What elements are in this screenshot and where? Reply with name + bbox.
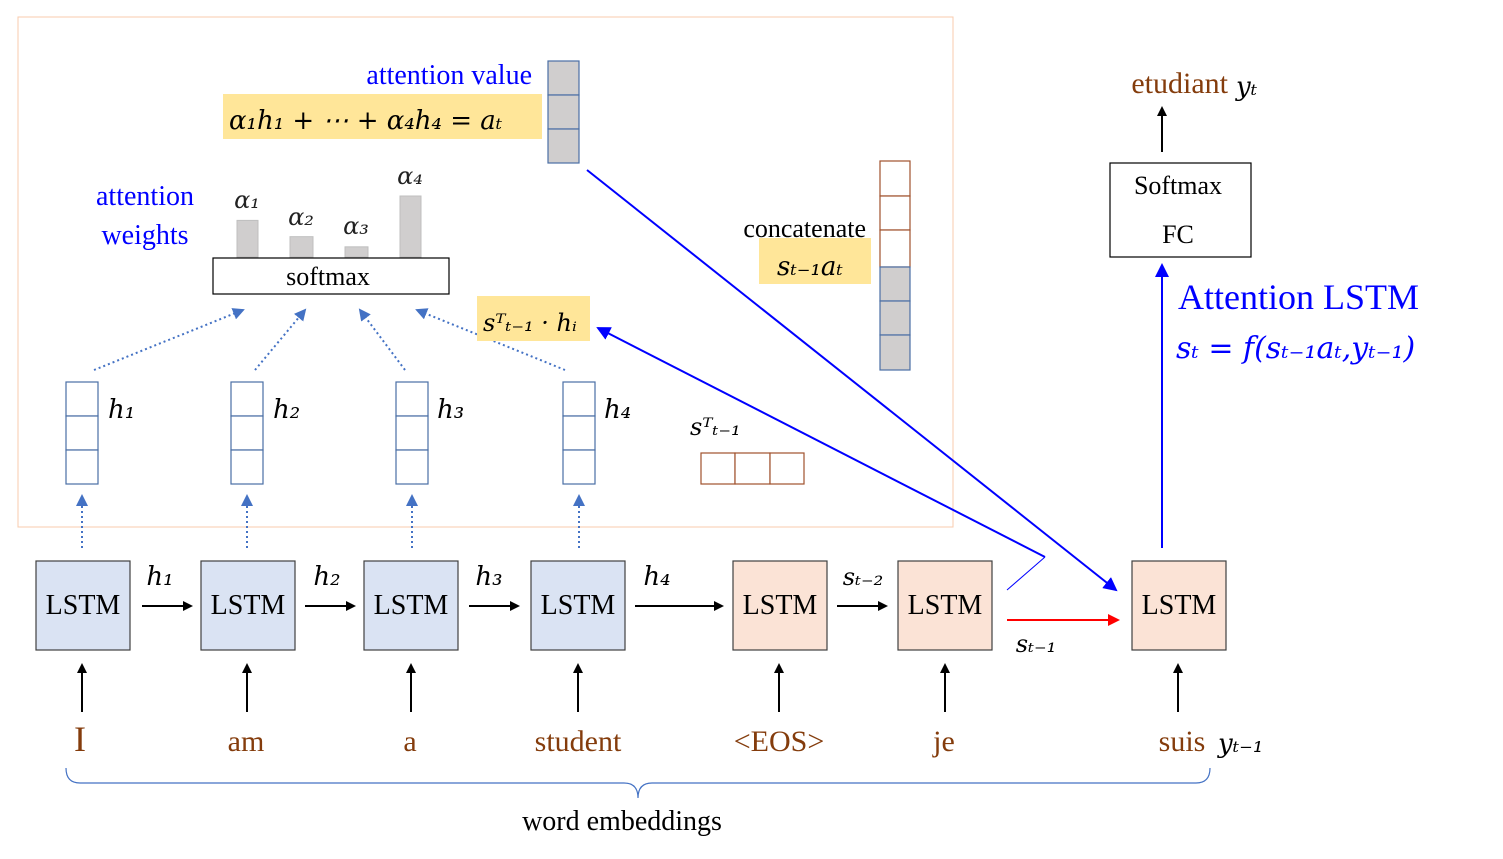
weight-bar: [236, 219, 259, 258]
embeddings-brace: [65, 767, 1211, 799]
lstm-label: LSTM: [541, 590, 616, 621]
weight-bar: [344, 246, 369, 258]
alpha-label: α₄: [397, 162, 423, 190]
lstm-label: LSTM: [374, 590, 449, 621]
input-word: I: [74, 719, 86, 759]
encoder-arrow-label: h₁: [146, 562, 173, 592]
embeddings-label: word embeddings: [522, 806, 722, 837]
encoder-arrow-label: h₂: [313, 562, 340, 592]
decoder-lstm-cell: [897, 560, 993, 651]
attention-lstm-title: Attention LSTM: [1178, 277, 1419, 317]
concat-vector: [879, 160, 911, 371]
attention-region: [17, 16, 954, 528]
alpha-label: α₁: [234, 186, 260, 214]
input-label: yₜ₋₁: [1217, 729, 1263, 759]
lstm-label: LSTM: [1142, 590, 1217, 621]
encoder-lstm-cell: [363, 560, 459, 651]
attention-value-label: attention value: [366, 60, 532, 91]
encoder-lstm-cell: [530, 560, 626, 651]
softmax-fc-box: [1109, 162, 1252, 258]
decoder-arrow-label: sₜ₋₂: [843, 563, 884, 591]
output-label: yₜ: [1235, 72, 1258, 102]
output-word: etudiant: [1131, 67, 1228, 100]
lstm-label: LSTM: [908, 590, 983, 621]
weight-bar: [289, 236, 314, 258]
hidden-label: h₄: [604, 395, 631, 425]
lstm-label: LSTM: [46, 590, 121, 621]
attention-weights-label-2: weights: [101, 220, 188, 251]
encoder-lstm-cell: [200, 560, 296, 651]
score-formula: sᵀₜ₋₁ · hᵢ: [483, 309, 577, 337]
alpha-label: α₃: [343, 212, 369, 240]
concat-formula: sₜ₋₁aₜ: [777, 252, 843, 282]
softmax-fc-top: Softmax: [1134, 171, 1222, 200]
score-highlight: [477, 296, 590, 341]
input-word: a: [403, 725, 416, 758]
hidden-label: h₁: [108, 395, 135, 425]
input-word: je: [932, 725, 955, 758]
encoder-lstm-cell: [35, 560, 131, 651]
input-word: student: [535, 725, 622, 758]
lstm-label: LSTM: [211, 590, 286, 621]
softmax-label: softmax: [286, 262, 370, 291]
hidden-vector: [230, 381, 264, 485]
encoder-arrow-label: h₄: [643, 562, 670, 592]
hidden-label: h₂: [273, 395, 300, 425]
state-vector: [700, 452, 805, 485]
softmax-fc-bottom: FC: [1162, 220, 1194, 249]
lstm-label: LSTM: [743, 590, 818, 621]
attention-weights-label: attention: [96, 181, 194, 212]
input-word: am: [228, 725, 265, 758]
alpha-label: α₂: [288, 203, 314, 231]
softmax-box: [212, 257, 450, 295]
attention-value-formula: α₁h₁ + ⋯ + α₄h₄ = aₜ: [229, 106, 503, 136]
state-label: sᵀₜ₋₁: [690, 413, 741, 441]
hidden-vector: [562, 381, 596, 485]
decoder-arrow-label: sₜ₋₁: [1016, 630, 1057, 658]
hidden-label: h₃: [437, 395, 464, 425]
attention-value-highlight: [223, 94, 542, 139]
hidden-vector: [65, 381, 99, 485]
weight-bars: [236, 195, 422, 258]
score-arrows: [93, 308, 566, 371]
decoder-lstm-cell: [732, 560, 828, 651]
input-word: suis: [1159, 725, 1206, 758]
attention-flow-lines: [586, 169, 1169, 592]
attention-value-vector: [547, 60, 580, 164]
input-word: <EOS>: [734, 725, 825, 758]
attention-lstm-formula: sₜ = f(sₜ₋₁aₜ,yₜ₋₁): [1176, 331, 1415, 366]
weight-bar: [399, 195, 422, 258]
decoder-lstm-cell: [1131, 560, 1227, 651]
concat-highlight: [759, 238, 871, 284]
hidden-vector: [395, 381, 429, 485]
encoder-arrow-label: h₃: [475, 562, 502, 592]
